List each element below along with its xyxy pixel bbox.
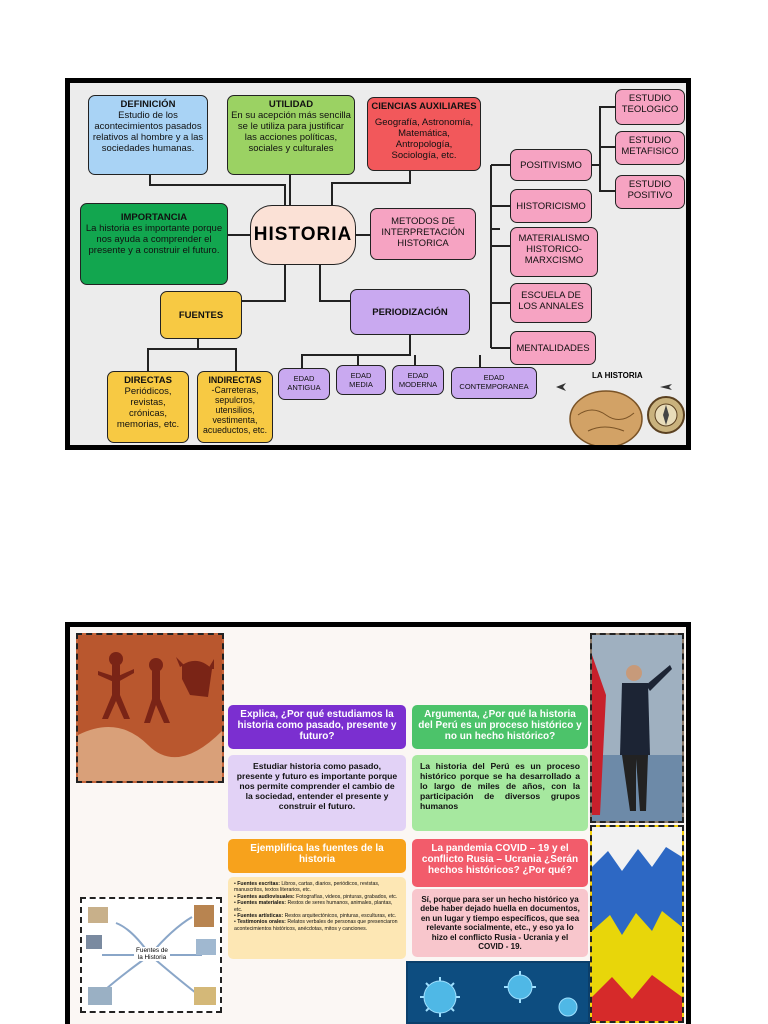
directas-title: DIRECTAS	[124, 375, 172, 386]
virus-icon	[408, 963, 588, 1022]
fuentes-diagram-center: Fuentes de la Historia	[134, 947, 170, 961]
mindmap-connectors	[147, 106, 615, 371]
source-text: Restos de seres humanos, animales, plant…	[234, 900, 393, 913]
sources-mindmap-icon	[86, 905, 216, 1005]
q2-answer: La historia del Perú es un proceso histó…	[412, 755, 588, 831]
source-item: • Fuentes escritas: Libros, cartas, diar…	[234, 881, 380, 894]
q4-answer: Sí, porque para ser un hecho histórico y…	[412, 889, 588, 957]
utilidad-text: En su acepción más sencilla se le utiliz…	[231, 110, 351, 154]
historia-center-node: HISTORIA	[250, 205, 356, 265]
metodos-node: METODOS DE INTERPRETACIÓN HISTORICA	[370, 208, 476, 260]
source-label: Fuentes materiales:	[237, 900, 286, 907]
source-text: Libros, cartas, diarios, periódicos, rev…	[234, 881, 380, 894]
estudio-teologico-node: ESTUDIO TEOLOGICO	[615, 89, 685, 125]
directas-text: Periódicos, revistas, crónicas, memorias…	[116, 386, 180, 430]
ciencias-text: Geografía, Astronomía, Matemática, Antro…	[374, 117, 474, 161]
positivismo-node: POSITIVISMO	[510, 149, 592, 181]
ciencias-title: CIENCIAS AUXILIARES	[371, 101, 477, 112]
covid-virus-image	[406, 961, 590, 1024]
materialismo-node: MATERIALISMO HISTORICO-MARXCISMO	[510, 227, 598, 277]
fuentes-mini-diagram: Fuentes de la Historia	[80, 897, 222, 1013]
edad-antigua-node: EDAD ANTIGUA	[278, 368, 330, 400]
flag-conflict-image	[590, 825, 684, 1023]
historical-figure-icon	[592, 635, 682, 821]
cave-art-icon	[78, 635, 222, 781]
indirectas-title: INDIRECTAS	[208, 375, 262, 385]
source-text: Relatos verbales de personas que presenc…	[234, 919, 398, 932]
importancia-text: La historia es importante porque nos ayu…	[85, 223, 223, 256]
source-text: Restos arquitectónicos, pinturas, escult…	[284, 913, 397, 920]
definicion-text: Estudio de los acontecimientos pasados r…	[92, 110, 204, 154]
globe-icon	[556, 383, 685, 445]
importancia-node: IMPORTANCIA La historia es importante po…	[80, 203, 228, 285]
source-label: Fuentes audiovisuales:	[237, 893, 295, 900]
estudio-positivo-node: ESTUDIO POSITIVO	[615, 175, 685, 209]
utilidad-node: UTILIDAD En su acepción más sencilla se …	[227, 95, 355, 175]
source-label: Testimonios orales:	[237, 919, 286, 926]
source-item: • Testimonios orales: Relatos verbales d…	[234, 919, 398, 932]
periodizacion-node: PERIODIZACIÓN	[350, 289, 470, 335]
indirectas-text: -Carreteras, sepulcros, utensilios, vest…	[202, 385, 268, 435]
q2-title: Argumenta, ¿Por qué la historia del Perú…	[412, 705, 588, 749]
annales-node: ESCUELA DE LOS ANNALES	[510, 283, 592, 323]
indirectas-node: INDIRECTAS -Carreteras, sepulcros, utens…	[197, 371, 273, 443]
edad-contemporanea-node: EDAD CONTEMPORANEA	[451, 367, 537, 399]
estudio-metafisico-node: ESTUDIO METAFISICO	[615, 131, 685, 165]
source-label: Fuentes escritas:	[237, 881, 280, 887]
definicion-title: DEFINICIÓN	[120, 99, 176, 110]
q1-answer: Estudiar historia como pasado, presente …	[228, 755, 406, 831]
edad-moderna-node: EDAD MODERNA	[392, 365, 444, 395]
edad-media-node: EDAD MEDIA	[336, 365, 386, 395]
cave-painting-image	[76, 633, 224, 783]
importancia-title: IMPORTANCIA	[120, 212, 188, 223]
directas-node: DIRECTAS Periódicos, revistas, crónicas,…	[107, 371, 189, 443]
fuentes-node: FUENTES	[160, 291, 242, 339]
q4-title: La pandemia COVID – 19 y el conflicto Ru…	[412, 839, 588, 887]
mentalidades-node: MENTALIDADES	[510, 331, 596, 365]
independence-painting-image	[590, 633, 684, 823]
ciencias-auxiliares-node: CIENCIAS AUXILIARES Geografía, Astronomí…	[367, 97, 481, 171]
q1-title: Explica, ¿Por qué estudiamos la historia…	[228, 705, 406, 749]
q3-title: Ejemplifica las fuentes de la historia	[228, 839, 406, 873]
historia-infographic: Explica, ¿Por qué estudiamos la historia…	[65, 622, 691, 1024]
historia-mindmap: DEFINICIÓN Estudio de los acontecimiento…	[65, 78, 691, 450]
source-text: Fotografías, videos, pinturas, grabados,…	[296, 893, 398, 900]
flag-icon	[592, 827, 682, 1021]
historicismo-node: HISTORICISMO	[510, 189, 592, 223]
source-item: • Fuentes materiales: Restos de seres hu…	[234, 900, 393, 913]
source-item: • Fuentes audiovisuales: Fotografías, vi…	[234, 893, 398, 900]
globe-compass-illustration: LA HISTORIA	[548, 367, 686, 445]
q3-sources-list: • Fuentes escritas: Libros, cartas, diar…	[228, 877, 406, 959]
utilidad-title: UTILIDAD	[268, 99, 314, 110]
source-item: • Fuentes artísticas: Restos arquitectón…	[234, 913, 397, 920]
illustration-caption: LA HISTORIA	[592, 371, 643, 380]
definicion-node: DEFINICIÓN Estudio de los acontecimiento…	[88, 95, 208, 175]
source-label: Fuentes artísticas:	[237, 913, 284, 920]
